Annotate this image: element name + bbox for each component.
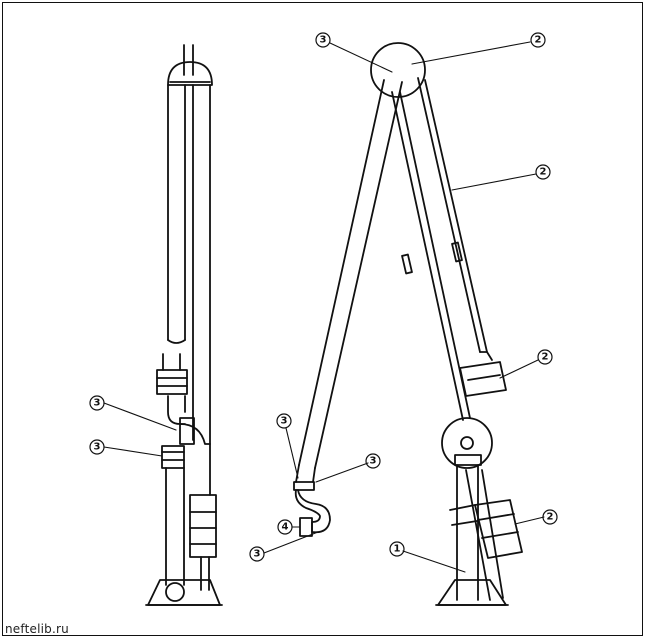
drop-swivel <box>293 481 315 491</box>
riser-column <box>165 467 185 586</box>
drawing-frame <box>2 2 643 636</box>
svg-text:3: 3 <box>94 442 101 453</box>
callout-2: 2 <box>535 164 551 180</box>
callout-3: 3 <box>89 439 105 455</box>
leader-line <box>329 42 393 73</box>
callouts: 3 3 3 2 2 2 3 3 4 3 1 2 <box>89 32 558 562</box>
top-swivel-cap <box>167 61 213 86</box>
leader-line <box>285 427 299 479</box>
leader-line <box>499 359 539 379</box>
turnbuckle <box>401 253 413 275</box>
callout-2: 2 <box>537 349 553 365</box>
svg-text:3: 3 <box>281 416 288 427</box>
top-swivel <box>370 42 426 98</box>
callout-1: 1 <box>389 541 405 557</box>
svg-text:2: 2 <box>547 512 554 523</box>
leader-line <box>103 402 177 431</box>
base-swivel-hub <box>460 436 474 450</box>
counterweight-line <box>449 504 478 526</box>
deployed-arm-view <box>293 42 523 606</box>
outer-arm-tube <box>167 84 186 341</box>
base-flange <box>165 582 185 602</box>
callout-3: 3 <box>365 453 381 469</box>
leader-line <box>103 446 163 457</box>
outer-arm-end <box>295 464 316 483</box>
callout-4: 4 <box>277 519 293 535</box>
svg-text:4: 4 <box>282 522 289 533</box>
riser-cap <box>454 454 482 466</box>
coupler <box>299 517 313 537</box>
riser-counterweight <box>474 499 523 559</box>
stowed-arm-view <box>145 44 223 606</box>
counterweight-arm <box>465 469 504 601</box>
leader-line <box>411 41 531 65</box>
callout-3: 3 <box>249 546 265 562</box>
base-swivel <box>441 417 493 469</box>
leader-line <box>315 462 369 483</box>
callout-3: 3 <box>89 395 105 411</box>
riser-counterweight <box>189 494 217 558</box>
callout-3: 3 <box>315 32 331 48</box>
lower-swivel-joint <box>161 445 185 469</box>
top-pipe-stub <box>183 44 194 76</box>
weight-guide <box>200 556 210 591</box>
base-plate <box>437 579 507 606</box>
svg-text:3: 3 <box>94 398 101 409</box>
watermark: neftelib.ru <box>5 622 69 636</box>
inner-arm <box>417 77 488 353</box>
callout-2: 2 <box>530 32 546 48</box>
svg-text:1: 1 <box>394 544 401 555</box>
leader-line <box>451 173 537 191</box>
arm-counterweight <box>459 361 507 397</box>
svg-text:2: 2 <box>542 352 549 363</box>
leader-line <box>402 550 466 573</box>
leader-line <box>263 531 319 554</box>
svg-text:3: 3 <box>254 549 261 560</box>
svg-text:2: 2 <box>540 167 547 178</box>
svg-text:2: 2 <box>535 35 542 46</box>
counterweight-line <box>467 374 501 381</box>
svg-text:3: 3 <box>320 35 327 46</box>
lower-bend <box>167 395 186 425</box>
counterweight-line <box>481 531 519 539</box>
leader-lines <box>103 41 545 573</box>
outer-counterweight <box>156 369 188 395</box>
middle-swivel-joint <box>179 417 195 445</box>
balance-rod <box>391 91 471 421</box>
callout-2: 2 <box>542 509 558 525</box>
swivel-elbow <box>179 423 211 445</box>
outer-arm-end <box>167 339 186 344</box>
leader-line <box>514 516 545 525</box>
turnbuckle <box>451 241 463 263</box>
inner-arm-tube <box>192 84 211 496</box>
outer-arm <box>298 79 403 469</box>
callout-3: 3 <box>276 413 292 429</box>
counterweight-bracket <box>479 351 493 361</box>
counterweight-line <box>477 513 515 521</box>
svg-text:3: 3 <box>370 456 377 467</box>
